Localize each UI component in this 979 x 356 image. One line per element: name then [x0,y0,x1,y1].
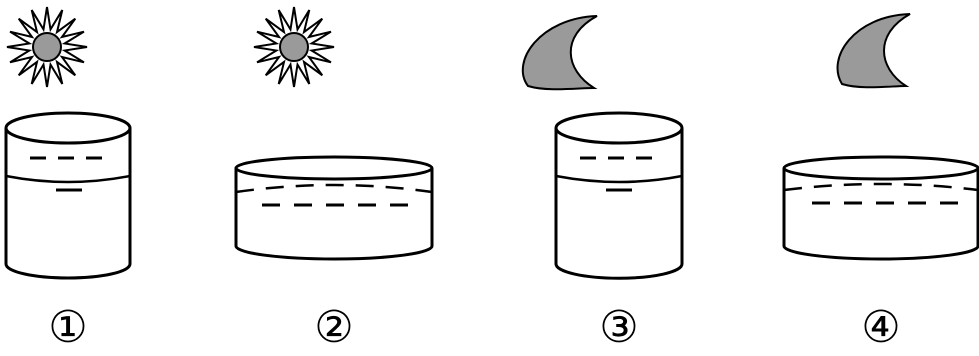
tall-cylinder-container [556,113,682,278]
sun-icon [7,7,87,87]
panel-1 [6,7,130,278]
moon-icon [523,16,597,89]
panel-label-1: ① [38,304,98,352]
wide-dish-container [236,157,432,259]
panel-2 [236,7,432,259]
panel-label-2: ② [304,304,364,352]
panel-3 [523,16,682,278]
tall-cylinder-container [6,113,130,278]
sun-icon [254,7,334,87]
panel-label-3: ③ [589,304,649,352]
panel-4 [784,14,978,259]
moon-icon [838,14,910,87]
wide-dish-container [784,157,978,259]
panel-label-4: ④ [851,304,911,352]
